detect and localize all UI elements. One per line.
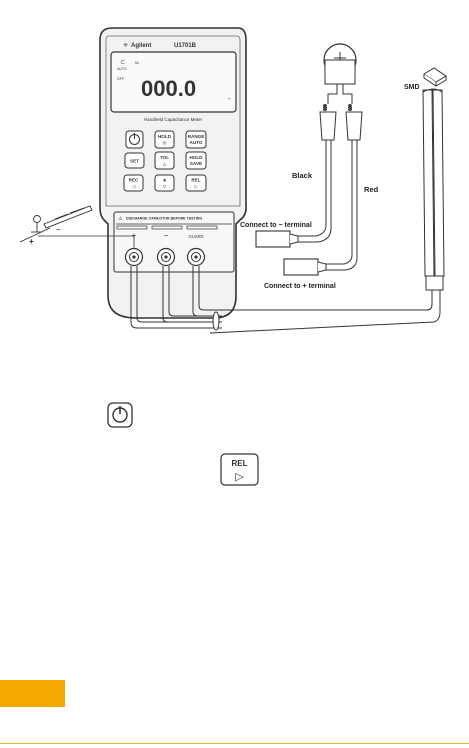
minus-terminal[interactable]	[156, 247, 176, 267]
backlight-icon: ◈	[163, 178, 167, 183]
rel-key-arrow-icon: ▷	[235, 470, 244, 483]
meter-brand: Agilent	[131, 43, 151, 49]
black-clip	[319, 111, 337, 141]
lcd-unit-icon: ⌐	[228, 96, 231, 102]
warning-text: DISCHARGE CAPACITOR BEFORE TESTING	[126, 217, 202, 221]
smd-tweezers	[422, 67, 447, 291]
smd-component-icon	[423, 67, 447, 87]
leaded-capacitor-icon	[33, 215, 41, 223]
plus-terminal[interactable]	[124, 247, 144, 267]
rel-key-frame: REL ▷	[220, 453, 259, 486]
lcd-indicator-c: C	[121, 60, 125, 66]
range-button-sub: AUTO	[190, 140, 203, 145]
rec-button-label: REC	[129, 178, 139, 183]
hold-button-sub: ◎	[162, 140, 166, 145]
leaded-capacitor	[19, 205, 135, 249]
hold-button-label: HOLD	[158, 134, 172, 139]
rec-button-sub: ◁	[132, 184, 136, 189]
range-button-label: RANGE	[188, 134, 205, 139]
tol-button-label: TOL	[160, 155, 169, 160]
set-button[interactable]: SET	[124, 152, 145, 169]
rel-button-on-meter[interactable]: REL ▷	[185, 174, 207, 192]
svg-text:§: §	[348, 105, 352, 112]
minus-terminal-label: −	[164, 231, 169, 240]
tol-button-sub: △	[163, 162, 167, 167]
agilent-logo-icon: ✳	[123, 42, 128, 49]
capacitance-meter: ✳ Agilent U1701B C NL AUTO OFF 000.0 ⌐ H…	[99, 27, 247, 319]
hold-save-button[interactable]: HOLD SAVE	[185, 151, 207, 170]
svg-text:§: §	[323, 105, 327, 112]
lcd-display	[110, 51, 237, 113]
connect-minus-label: Connect to − terminal	[240, 222, 312, 229]
lcd-indicator-off: OFF	[117, 77, 124, 81]
guard-terminal-label: GUARD	[188, 234, 203, 239]
smd-label: SMD	[404, 84, 420, 91]
meter-model: U1701B	[174, 43, 197, 49]
power-icon[interactable]	[107, 402, 133, 428]
meter-subtitle: Handheld Capacitance Meter	[144, 117, 203, 122]
lcd-indicator-auto: AUTO	[117, 67, 127, 71]
lcd-reading: 000.0	[141, 76, 196, 101]
tol-button[interactable]: TOL △	[154, 151, 175, 170]
connect-plus-label: Connect to + terminal	[264, 283, 336, 290]
capacitor-assembly: § §	[255, 43, 363, 276]
backlight-button[interactable]: ◈ ▽	[154, 174, 175, 192]
power-button[interactable]	[125, 130, 144, 149]
lcd-indicator-nl: NL	[135, 61, 140, 65]
rel-button-sub-small: ▷	[194, 184, 198, 189]
hold-save-button-label: HOLD	[189, 155, 203, 160]
range-auto-button[interactable]: RANGE AUTO	[185, 130, 207, 149]
set-button-label: SET	[130, 159, 139, 164]
probe-plus-label: +	[29, 237, 34, 246]
hold-button[interactable]: HOLD ◎	[154, 130, 175, 149]
rel-button-label-small: REL	[191, 178, 200, 183]
footer-rule	[0, 743, 469, 744]
rel-key-button[interactable]: REL ▷	[220, 453, 259, 486]
probe-minus-label: −	[56, 225, 61, 234]
rel-key-label: REL	[232, 459, 248, 468]
rec-button[interactable]: REC ◁	[123, 174, 144, 192]
red-plug	[283, 258, 319, 276]
backlight-button-sub: ▽	[163, 184, 167, 189]
red-clip	[345, 111, 363, 141]
black-lead-label: Black	[292, 171, 313, 180]
chapter-tab	[0, 680, 65, 707]
guard-terminal[interactable]	[186, 247, 206, 267]
plus-terminal-label: +	[132, 231, 137, 240]
warning-icon: ⚠	[118, 216, 123, 222]
black-plug	[255, 230, 291, 248]
hold-save-button-sub: SAVE	[190, 161, 202, 166]
red-lead-label: Red	[364, 185, 379, 194]
test-cables	[130, 266, 441, 334]
